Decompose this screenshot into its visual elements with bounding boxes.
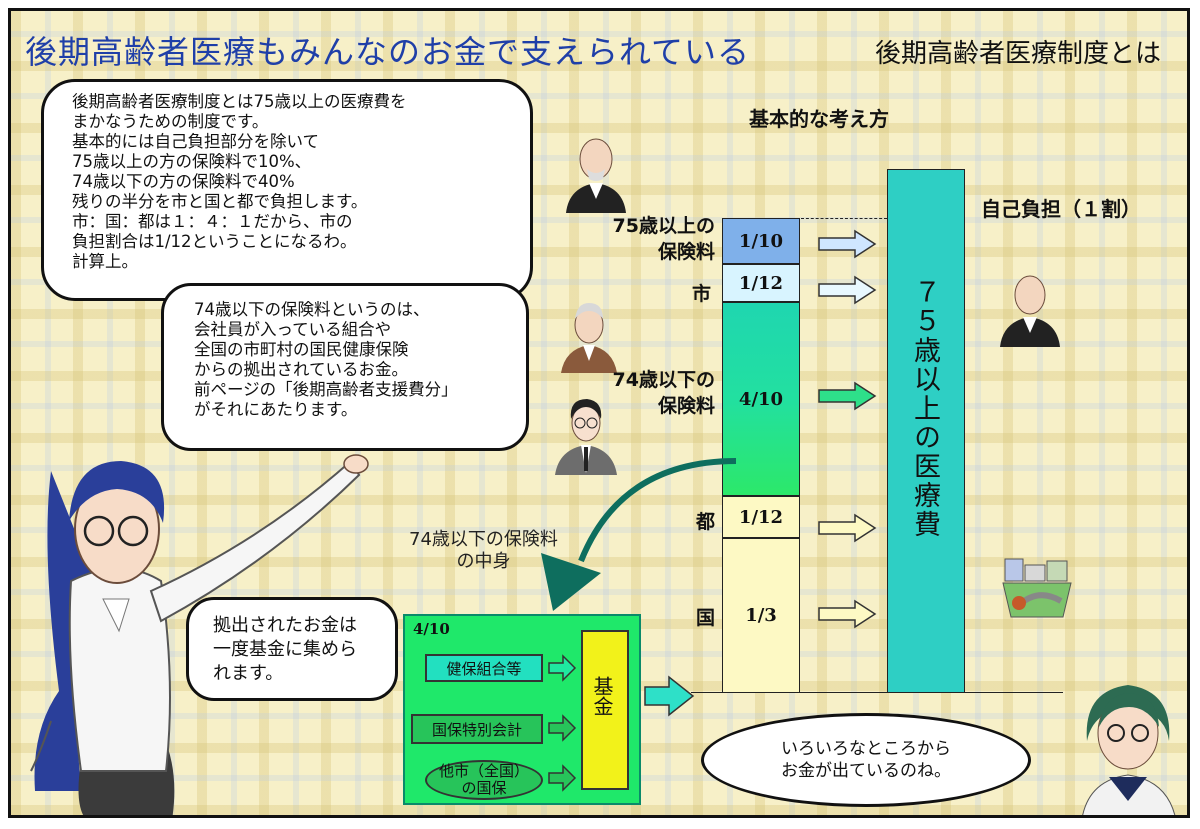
comic-panel: 後期高齢者医療もみんなのお金で支えられている 後期高齢者医療制度とは 基本的な考… (8, 8, 1190, 818)
page-title: 後期高齢者医療もみんなのお金で支えられている (25, 33, 751, 71)
bubble-line: 基本的には自己負担部分を除いて (72, 132, 320, 151)
speech-bubble-middle: 74歳以下の保険料というのは、 会社員が入っている組合や 全国の市町村の国民健康… (161, 283, 529, 451)
speech-bubble-bottom-right: いろいろなところから お金が出ているのね。 (701, 713, 1031, 807)
dashed-divider (801, 218, 887, 219)
fund-box: 4/10 健保組合等 国保特別会計 他市（全国） の国保 基金 (403, 614, 641, 805)
segment-metro: 1/12 (722, 496, 800, 538)
bubble-line: 一度基金に集めら (213, 639, 357, 660)
bubble-line: 75歳以上の方の保険料で10%、 (72, 152, 312, 171)
arrow-right-icon (818, 381, 877, 411)
bubble-line: 74歳以下の保険料というのは、 (194, 300, 430, 319)
total-cost-label: ７５歳以上の医療費 (909, 278, 940, 539)
arrow-right-icon (818, 599, 877, 629)
diagram-heading: 基本的な考え方 (749, 107, 889, 131)
bubble-line: 計算上。 (72, 252, 138, 271)
arrow-right-icon (818, 275, 877, 305)
speech-bubble-top: 後期高齢者医療制度とは75歳以上の医療費を まかなうための制度です。 基本的には… (41, 79, 533, 301)
arrow-right-icon (644, 675, 695, 717)
bubble-line: 残りの半分を市と国と都で負担します。 (72, 192, 368, 211)
source-other-cities: 他市（全国） の国保 (425, 760, 543, 800)
arrow-right-icon (548, 654, 577, 682)
town-icon (1002, 558, 1072, 618)
bubble-line: 負担割合は1/12ということになるわ。 (72, 232, 357, 251)
fund-heading: 74歳以下の保険料 の中身 (409, 529, 558, 572)
curved-arrow-icon (541, 458, 737, 611)
label-national: 国 (695, 607, 715, 629)
bubble-line: まかなうための制度です。 (72, 112, 269, 131)
arrow-right-icon (548, 764, 577, 792)
arrow-right-icon (818, 229, 877, 259)
teacher-character (30, 454, 369, 815)
self-pay-label: 自己負担（１割） (981, 197, 1141, 221)
arrow-right-icon (548, 714, 577, 742)
bubble-line: 拠出されたお金は (213, 615, 357, 636)
bubble-line: 74歳以下の方の保険料で40% (72, 172, 295, 191)
bubble-line: れます。 (213, 663, 284, 684)
bubble-line: 後期高齢者医療制度とは75歳以上の医療費を (72, 92, 407, 111)
fund-target-label: 基金 (590, 676, 614, 716)
student-character (1082, 685, 1176, 815)
fund-target: 基金 (581, 630, 629, 790)
bubble-line: 市：国：都は１：４：１だから、市の (72, 212, 353, 231)
segment-national: 1/3 (722, 538, 800, 693)
speech-bubble-lower: 拠出されたお金は 一度基金に集めら れます。 (186, 597, 398, 701)
label-city: 市 (691, 283, 711, 305)
bubble-line: いろいろなところから (781, 739, 951, 759)
segment-74-premium: 4/10 (722, 302, 800, 496)
bubble-line: お金が出ているのね。 (781, 761, 951, 781)
baseline (691, 692, 1063, 693)
total-cost-bar: ７５歳以上の医療費 (887, 169, 965, 693)
bubble-line: 前ページの「後期高齢者支援費分」 (194, 380, 458, 399)
middle-aged-man-icon (561, 303, 617, 373)
young-man-icon (555, 399, 617, 475)
segment-75-premium: 1/10 (722, 218, 800, 264)
contribution-stack: 1/10 1/12 4/10 1/12 1/3 (722, 218, 800, 693)
bubble-line: からの拠出されているお金。 (194, 360, 409, 379)
segment-city: 1/12 (722, 264, 800, 302)
fund-fraction: 4/10 (413, 620, 450, 638)
source-national-account: 国保特別会計 (411, 714, 543, 744)
arrow-right-icon (818, 513, 877, 543)
label-74-premium: 74歳以下の 保険料 (612, 369, 715, 417)
bubble-line: 会社員が入っている組合や (194, 320, 392, 339)
label-75-premium: 75歳以上の 保険料 (612, 215, 715, 263)
page-subtitle: 後期高齢者医療制度とは (874, 39, 1161, 69)
elderly-man-icon (566, 138, 626, 213)
bubble-line: がそれにあたります。 (194, 400, 358, 419)
elderly-man-icon (1000, 275, 1060, 347)
source-health-union: 健保組合等 (425, 654, 543, 682)
bubble-line: 全国の市町村の国民健康保険 (194, 340, 409, 359)
label-metro: 都 (695, 511, 715, 533)
